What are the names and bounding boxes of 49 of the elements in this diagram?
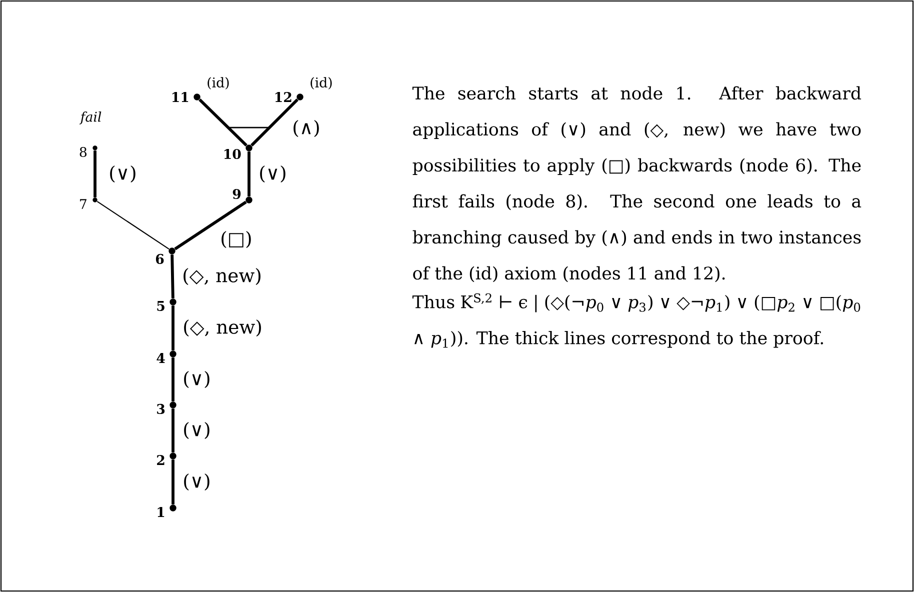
node-label: 10 xyxy=(224,148,241,160)
tree-node: 9 xyxy=(232,188,252,204)
node-label: 12 xyxy=(275,92,292,102)
node-label: 7 xyxy=(80,199,86,209)
tree-node: 2 xyxy=(157,452,176,465)
tree-node: 7 xyxy=(80,198,98,209)
edge-label: (◇, new) xyxy=(180,266,264,286)
node-label: 5 xyxy=(157,301,164,311)
tree-edge xyxy=(172,306,174,350)
tree-node: 4 xyxy=(156,350,176,363)
node-label: 3 xyxy=(157,404,165,414)
node-label: 1 xyxy=(158,507,164,517)
node-label: 6 xyxy=(156,254,164,264)
tree-edge xyxy=(170,254,174,298)
tree-edge xyxy=(96,200,170,250)
edge-label: (∨) xyxy=(181,472,212,492)
tree-node: 6 xyxy=(156,248,176,264)
edge-label: (∧) xyxy=(290,118,322,138)
node-label: 11 xyxy=(172,92,188,102)
rule-label: (id) xyxy=(208,77,229,90)
tree-edge xyxy=(248,152,250,196)
edge-label: (◇, new) xyxy=(181,318,264,338)
rule-label: (id) xyxy=(310,77,332,90)
tree-node: 5 xyxy=(157,298,176,311)
tree-edge xyxy=(174,200,247,250)
tree-edge xyxy=(172,408,174,452)
tree-edge xyxy=(172,460,174,504)
tree-node: 1 xyxy=(158,504,176,517)
tree-node: 12 xyxy=(275,92,304,102)
description-text: Thus K$^{S,2}$ ⊢ ϵ | (◇(¬p$_{0}$ ∨ p$_{3}$) ∨ ◇¬p$_{1}$) ∨ (□p$_{2}$ ∨ □(p$_{0}$ ∧ p$_{1}$)). The thick lines correspond to the proof. xyxy=(412,293,860,348)
tree-edge xyxy=(198,98,248,147)
tree-edge xyxy=(172,358,174,402)
node-label: 4 xyxy=(156,353,165,363)
tree-node: 10 xyxy=(224,144,252,160)
edge-label: (∨) xyxy=(181,370,212,390)
edge-label: (□) xyxy=(218,230,254,250)
edge-label: (∨) xyxy=(107,164,138,184)
tree-node: 11 xyxy=(172,92,200,102)
tree-node: 8 xyxy=(80,146,98,158)
description-text: The search starts at node 1. After backward applications of (∨) and (◇, new) we have two possibilities to apply (□) backwards (node 6). The first fails (node 8). The second one leads to a branching caused by (∧) and ends in two instances of the (id) axiom (nodes 11 and 12). xyxy=(412,86,862,282)
tree-edge xyxy=(94,150,96,198)
tree-edge xyxy=(250,98,298,146)
node-label: 2 xyxy=(157,455,164,465)
edge-label: (∨) xyxy=(257,164,288,184)
node-label: 8 xyxy=(80,146,87,158)
node-label: 9 xyxy=(232,188,241,200)
tree-node: 3 xyxy=(157,402,176,414)
edge-label: (∨) xyxy=(181,420,212,440)
rule-label: fail xyxy=(79,111,102,124)
